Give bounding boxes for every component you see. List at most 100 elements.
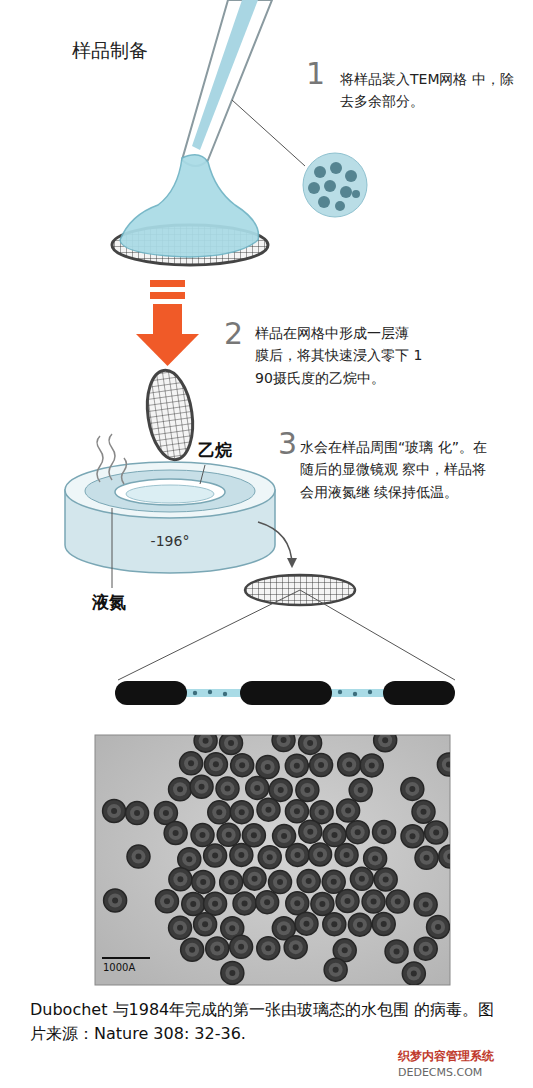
virus-particle (309, 843, 332, 866)
virus-particle (402, 962, 425, 985)
micrograph (95, 729, 491, 985)
virus-particle (257, 798, 280, 821)
virus-particle (296, 778, 319, 801)
virus-particle (104, 889, 127, 912)
container-label-area: -196° (147, 531, 194, 551)
virus-particle (230, 935, 253, 958)
virus-particle (337, 799, 360, 822)
virus-particle (242, 824, 265, 847)
virus-particle (437, 753, 450, 776)
virus-particle (191, 824, 214, 847)
virus-particle (194, 735, 217, 752)
virus-particle (243, 867, 266, 890)
virus-particle (204, 753, 227, 776)
virus-particle (217, 823, 240, 846)
magnify-lines (118, 590, 455, 680)
virus-particle (103, 799, 126, 822)
vapor-lines (97, 434, 127, 484)
watermark: DEDECMS.COM (398, 1066, 482, 1079)
cross-section (115, 681, 455, 705)
sample-droplet (120, 155, 259, 257)
virus-particle (414, 893, 437, 916)
virus-particle (192, 870, 215, 893)
virus-particle (206, 937, 229, 960)
virus-particle (323, 913, 346, 936)
virus-particle (295, 912, 318, 935)
virus-particle (310, 754, 333, 777)
virus-particle (297, 870, 320, 893)
virus-particle (322, 870, 345, 893)
callout-number: 2 (224, 316, 243, 352)
virus-particle (323, 824, 346, 847)
virus-particle (204, 844, 227, 867)
callout-number: 3 (278, 426, 297, 462)
process-arrow (136, 280, 199, 366)
virus-particle (257, 937, 280, 960)
virus-particle (126, 802, 149, 825)
title: 样品制备 (72, 38, 148, 64)
step-text: 将样品装入TEM网格 中，除去多余部分。 (340, 68, 515, 113)
step-text: 样品在网格中形成一层薄 膜后，将其快速浸入零下 190摄氏度的乙烷中。 (255, 322, 427, 389)
virus-particle (233, 892, 256, 915)
virus-particle (204, 892, 227, 915)
virus-particle (373, 820, 396, 843)
scale-bar-label: 1000A (103, 962, 135, 974)
virus-particle (284, 936, 307, 959)
virus-particle (311, 893, 334, 916)
virus-particle (335, 843, 358, 866)
virus-particle (220, 871, 243, 894)
virus-particle (256, 756, 279, 779)
virus-particle (427, 916, 450, 939)
virus-particle (401, 777, 424, 800)
virus-particle (258, 846, 281, 869)
virus-particle (374, 735, 397, 752)
virus-particle (246, 776, 269, 799)
virus-particle (348, 913, 371, 936)
virus-particle (194, 913, 217, 936)
virus-particle (164, 821, 187, 844)
tem-grid-vertical (142, 367, 198, 462)
virus-particle (360, 754, 383, 777)
virus-particle (415, 846, 438, 869)
virus-particle (362, 890, 385, 913)
virus-particle (182, 892, 205, 915)
virus-particle (350, 867, 373, 890)
virus-particle (256, 891, 279, 914)
virus-particle (336, 890, 359, 913)
watermark: 织梦内容管理系统 (398, 1049, 494, 1063)
virus-particle (299, 820, 322, 843)
virus-particle (425, 821, 448, 844)
virus-particle (272, 735, 295, 752)
virus-particle (372, 912, 395, 935)
virus-particle (269, 778, 292, 801)
virus-particle (386, 890, 409, 913)
virus-particle (127, 845, 150, 868)
virus-particle (221, 961, 244, 984)
virus-particle (286, 892, 309, 915)
virus-particle (269, 871, 292, 894)
virus-particle (364, 847, 387, 870)
pipette (182, 0, 272, 166)
virus-particle (169, 868, 192, 891)
part-label: 液氮 (92, 592, 126, 612)
virus-particle (439, 845, 450, 868)
virus-particle (169, 778, 192, 801)
virus-particle (349, 779, 372, 802)
virus-particle (346, 821, 369, 844)
temperature-label: -196° (151, 533, 190, 549)
virus-particle (169, 916, 192, 939)
virus-particle (412, 800, 435, 823)
virus-particle (231, 754, 254, 777)
virus-particle (208, 801, 231, 824)
cryo-container (65, 462, 275, 573)
virus-particle (414, 937, 437, 960)
virus-particle (324, 958, 347, 981)
virus-particle (181, 938, 204, 961)
virus-particle (285, 800, 308, 823)
virus-particle (338, 753, 361, 776)
caption: Dubochet 与1984年完成的第一张由玻璃态的水包围 的病毒。图片来源：N… (30, 998, 510, 1046)
virus-particle (299, 735, 322, 754)
virus-particle (286, 843, 309, 866)
virus-particle (230, 801, 253, 824)
